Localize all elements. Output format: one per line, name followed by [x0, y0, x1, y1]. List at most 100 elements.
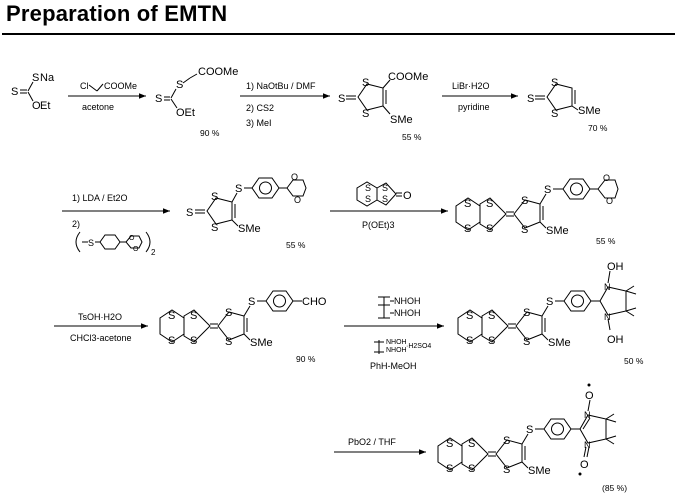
compound-ttf-aldehyde: S S S S S S S CHO SMe 90 %	[159, 290, 327, 364]
page-title: Preparation of EMTN	[6, 1, 228, 26]
group-sme: SMe	[528, 465, 551, 477]
nitroxide-o-top: O	[585, 390, 594, 402]
svg-text:S: S	[488, 310, 495, 322]
svg-text:S: S	[466, 335, 473, 347]
svg-text:S: S	[521, 224, 528, 236]
reagent-libr: LiBr·H2O	[452, 81, 490, 91]
svg-text:S: S	[362, 77, 369, 89]
yield-2: 55 %	[402, 132, 422, 142]
reagent-tsoh: TsOH·H2O	[78, 312, 122, 322]
nhoh-3: NHOH	[386, 339, 407, 346]
svg-text:S: S	[546, 296, 553, 308]
svg-text:S: S	[382, 183, 388, 193]
step-5: S S S S O P(OEt)3	[330, 181, 448, 230]
group-sme: SMe	[238, 223, 261, 235]
step-7: NHOH NHOH NHOH NHOH ·H2SO4 PhH-MeOH	[344, 296, 444, 371]
reagent-poet3: P(OEt)3	[362, 220, 395, 230]
atom-s-thione: S	[11, 86, 18, 98]
group-sme: SMe	[578, 105, 601, 117]
nitroxide-o-bottom: O	[580, 459, 589, 471]
nhoh-4: NHOH	[386, 347, 407, 354]
yield-5: 55 %	[596, 236, 616, 246]
group-sme: SMe	[250, 337, 273, 349]
svg-text:S: S	[446, 463, 453, 475]
nhoh-2: NHOH	[394, 308, 421, 318]
svg-text:S: S	[365, 194, 371, 204]
svg-text:S: S	[211, 222, 218, 234]
svg-text:S: S	[338, 93, 345, 105]
group-sme: SMe	[546, 225, 569, 237]
compound-dithiolethione-ester: S S S COOMe SMe	[338, 71, 428, 126]
compound-ttf-bishydroxy-imidazolidine: S S S S S S S N N OH OH SMe 50 %	[457, 261, 644, 366]
svg-text:S: S	[468, 463, 475, 475]
yield-4: 55 %	[286, 240, 306, 250]
svg-text:S: S	[365, 183, 371, 193]
svg-text:O: O	[606, 196, 613, 206]
group-oet: OEt	[176, 107, 195, 119]
svg-text:S: S	[235, 183, 242, 195]
svg-text:S: S	[88, 238, 94, 248]
svg-text:S: S	[551, 108, 558, 120]
step-4: 1) LDA / Et2O 2) S O O 2	[62, 193, 170, 257]
sulfate: ·H2SO4	[406, 343, 431, 350]
step-1: Cl COOMe acetone	[68, 81, 146, 112]
atom-et: Et	[40, 100, 50, 112]
svg-text:S: S	[486, 223, 493, 235]
svg-text:S: S	[190, 310, 197, 322]
compound-dithiolethione-sme: S S S SMe 70 %	[527, 77, 608, 133]
svg-text:O: O	[603, 173, 610, 183]
atom-s: S	[176, 79, 183, 91]
bishydroxylamine-sulfate: NHOH NHOH ·H2SO4	[374, 339, 431, 354]
svg-text:S: S	[523, 307, 530, 319]
group-coome: COOMe	[198, 66, 238, 78]
svg-text:O: O	[403, 190, 412, 202]
group-oh-top: OH	[607, 261, 624, 273]
reagent-pbo2: PbO2 / THF	[348, 437, 396, 447]
reagent-lda: 1) LDA / Et2O	[72, 193, 128, 203]
radical-dot-top	[587, 383, 591, 387]
svg-text:O: O	[291, 172, 298, 182]
svg-text:S: S	[503, 464, 510, 476]
group-sme: SMe	[548, 337, 571, 349]
svg-text:S: S	[464, 198, 471, 210]
compound-aryl-thione: S S S S O O SMe 55 %	[186, 172, 307, 250]
disulfide-reagent: S O O 2	[75, 231, 156, 257]
step-2: 1) NaOtBu / DMF 2) CS2 3) MeI 55 %	[240, 81, 422, 142]
reagent-cl: Cl	[80, 81, 89, 91]
svg-text:O: O	[133, 246, 139, 253]
svg-text:S: S	[468, 438, 475, 450]
conditions-step2-c: 3) MeI	[246, 118, 272, 128]
step-6: TsOH·H2O CHCl3-acetone	[54, 312, 148, 343]
group-sme: SMe	[390, 114, 413, 126]
reagent-coome: COOMe	[104, 81, 137, 91]
atom-na: Na	[40, 72, 55, 84]
svg-text:S: S	[362, 108, 369, 120]
conditions-step2-a: 1) NaOtBu / DMF	[246, 81, 316, 91]
group-oh-bottom: OH	[607, 334, 624, 346]
svg-text:S: S	[225, 307, 232, 319]
step-8: PbO2 / THF	[334, 437, 426, 455]
conditions-step2-b: 2) CS2	[246, 103, 274, 113]
svg-text:S: S	[486, 198, 493, 210]
solvent-chcl3-acetone: CHCl3-acetone	[70, 333, 132, 343]
atom-s-thione: S	[155, 93, 162, 105]
svg-text:N: N	[584, 440, 591, 450]
yield-8: (85 %)	[602, 483, 627, 493]
solvent-phh-meoh: PhH-MeOH	[370, 361, 417, 371]
svg-text:S: S	[464, 223, 471, 235]
compound-sodium-xanthate: S S Na O Et	[11, 72, 55, 112]
svg-text:S: S	[168, 335, 175, 347]
solvent-pyridine: pyridine	[458, 102, 490, 112]
compound-emtn: S S S S S S S N N O O SMe (85 %)	[437, 383, 627, 493]
yield-6: 90 %	[296, 354, 316, 364]
svg-text:S: S	[382, 194, 388, 204]
svg-text:N: N	[604, 312, 611, 322]
svg-text:S: S	[526, 424, 533, 436]
yield-7: 50 %	[624, 356, 644, 366]
svg-text:S: S	[446, 438, 453, 450]
svg-text:S: S	[503, 435, 510, 447]
svg-text:S: S	[248, 296, 255, 308]
subscript-2: 2	[151, 248, 156, 257]
svg-text:S: S	[544, 184, 551, 196]
